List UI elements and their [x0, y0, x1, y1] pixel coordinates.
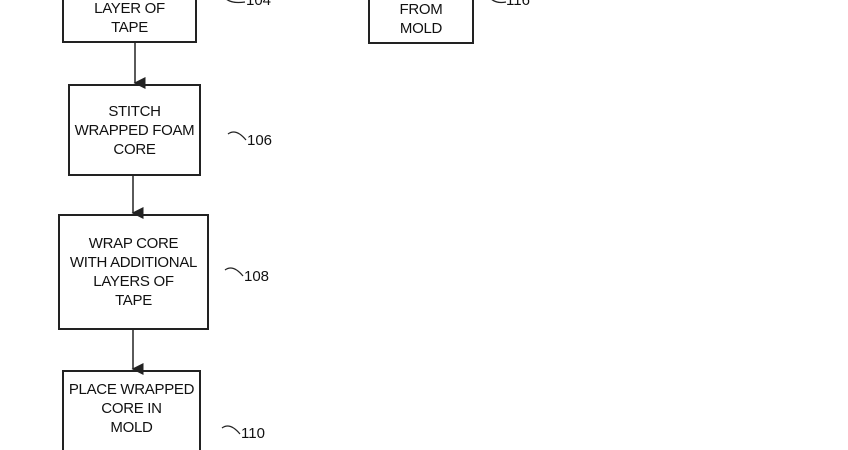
- step-text: WRAPPED FOAM: [74, 121, 195, 139]
- ref-108: 108: [244, 268, 270, 285]
- leader-106: [227, 131, 247, 141]
- ref-106: 106: [247, 132, 273, 149]
- step-104-box: LAYER OF TAPE: [62, 0, 197, 43]
- step-text: LAYERS OF: [93, 273, 174, 290]
- ref-104: 104: [246, 0, 272, 9]
- leader-116: [491, 0, 507, 4]
- step-text: WITH ADDITIONAL: [69, 254, 198, 271]
- step-text: FROM: [399, 1, 443, 18]
- step-text: MOLD: [110, 419, 153, 436]
- step-text: WRAP CORE: [88, 235, 179, 252]
- step-106-box: STITCH WRAPPED FOAM CORE: [68, 84, 201, 176]
- leader-108: [224, 267, 244, 277]
- ref-110: 110: [241, 425, 265, 442]
- step-text: STITCH: [108, 102, 161, 120]
- step-108-box: WRAP CORE WITH ADDITIONAL LAYERS OF TAPE: [58, 214, 209, 330]
- step-text: MOLD: [399, 20, 443, 37]
- step-text: TAPE: [115, 292, 152, 309]
- step-text: CORE: [113, 140, 156, 158]
- step-110-box: PLACE WRAPPED CORE IN MOLD: [62, 370, 201, 450]
- step-text: CORE IN: [101, 400, 162, 417]
- step-116-box: FROM MOLD: [368, 0, 474, 44]
- step-text: LAYER OF: [94, 0, 165, 17]
- ref-116: 116: [506, 0, 530, 9]
- step-text: TAPE: [111, 19, 148, 36]
- leader-104: [226, 0, 246, 4]
- step-text: PLACE WRAPPED: [68, 381, 195, 398]
- leader-110: [221, 425, 241, 435]
